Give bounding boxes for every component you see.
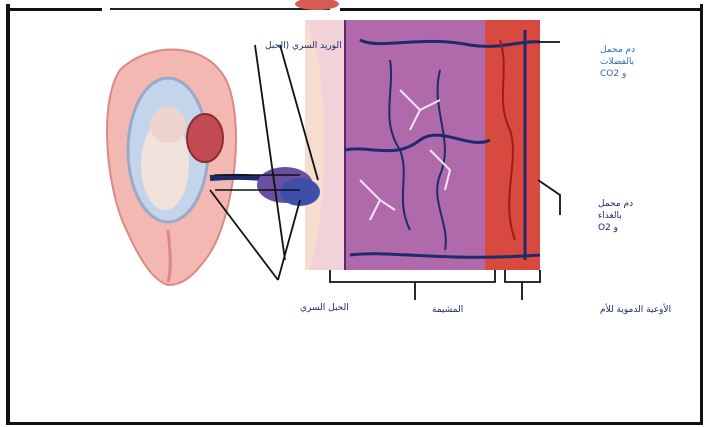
label-line: دم محمل [600,45,635,55]
label-line: بالغذاء [598,211,622,221]
label-line: دم محمل [598,199,633,209]
top-decoration [295,0,339,10]
label-umbilical-vein: الوريد السري (الحبل [265,41,342,51]
label-placenta: المشيمة [432,305,463,315]
label-maternal-vessels: الأوعية الدموية للأم [600,303,671,315]
uterus-illustration [107,50,236,285]
label-co2-rich-blood: دم محمل بالفضلات و CO2 [600,45,635,79]
placenta-cross-section [305,20,540,270]
label-o2-rich-blood: دم محمل بالغذاء و O2 [598,199,633,233]
label-line: بالفضلات [600,57,634,67]
label-line: و O2 [598,223,618,233]
label-umbilical-cord: الحبل السري [300,303,349,313]
label-line: و CO2 [600,69,626,79]
